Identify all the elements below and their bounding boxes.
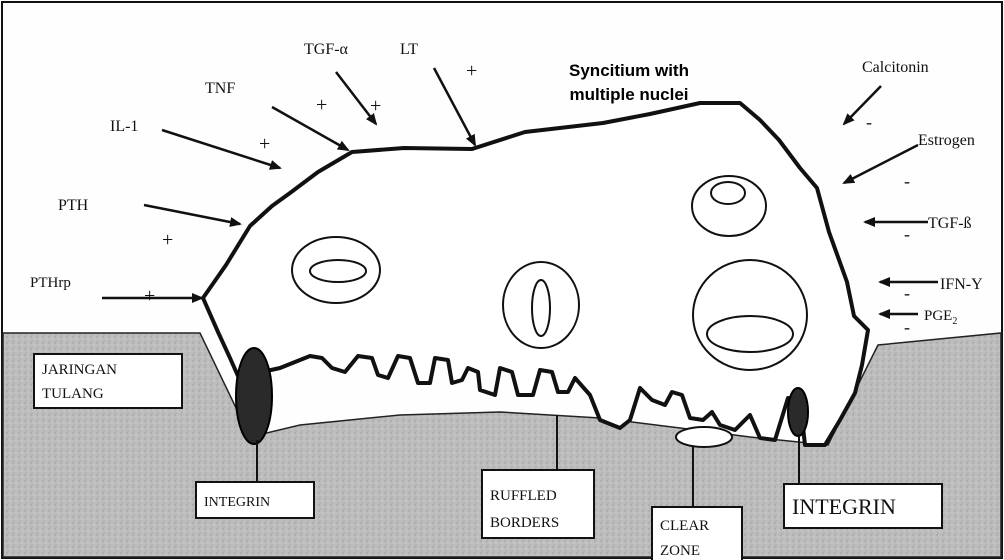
tgf-alpha-label: TGF-α	[304, 41, 349, 58]
ifn-gamma-minus-sign: -	[904, 283, 910, 303]
nucleus-1	[292, 237, 380, 303]
ruffled-line-1: RUFFLED	[490, 488, 557, 504]
clear-zone-shape	[676, 427, 732, 447]
ruffled-line-2: BORDERS	[490, 515, 559, 531]
integrin-left-label: INTEGRIN	[204, 495, 270, 510]
clear-zone-line-1: CLEAR	[660, 518, 709, 534]
title-line-1: Syncitium with	[569, 61, 689, 80]
bone-tissue-box: JARINGAN TULANG	[34, 354, 182, 408]
integrin-left-box: INTEGRIN	[196, 482, 314, 518]
lt-plus-sign: +	[466, 60, 477, 82]
tgf-beta-minus-sign: -	[904, 224, 910, 244]
nucleus-2	[503, 262, 579, 348]
title-line-2: multiple nuclei	[569, 85, 688, 104]
estrogen-minus-sign: -	[904, 171, 910, 191]
ifn-gamma-label: IFN-Υ	[940, 276, 983, 293]
integrin-right-box: INTEGRIN	[784, 484, 942, 528]
tnf-plus-sign: +	[316, 94, 327, 116]
pthrp-label: PTHrp	[30, 275, 71, 291]
nucleus-3	[692, 176, 766, 236]
bone-tissue-line-2: TULANG	[42, 386, 104, 402]
lt-label: LT	[400, 41, 418, 58]
pge2-base: PGE	[924, 308, 952, 324]
integrin-left-shape	[236, 348, 272, 444]
il1-label: IL-1	[110, 118, 138, 135]
calcitonin-label: Calcitonin	[862, 59, 929, 76]
nucleus-4	[693, 260, 807, 370]
calcitonin-minus-sign: -	[866, 112, 872, 132]
pge2-subscript: 2	[952, 316, 957, 327]
integrin-right-label: INTEGRIN	[792, 494, 896, 519]
pth-label: PTH	[58, 197, 89, 214]
estrogen-label: Estrogen	[918, 132, 975, 149]
ruffled-borders-box: RUFFLED BORDERS	[482, 470, 594, 538]
clear-zone-line-2: ZONE	[660, 543, 700, 559]
tgf-alpha-plus-sign: +	[370, 95, 381, 117]
integrin-right-shape	[788, 388, 808, 436]
il1-plus-sign: +	[259, 133, 270, 155]
pth-plus-sign: +	[162, 229, 173, 251]
bone-tissue-line-1: JARINGAN	[42, 362, 117, 378]
pge2-minus-sign: -	[904, 317, 910, 337]
tgf-beta-label: TGF-ß	[928, 215, 972, 232]
clear-zone-box: CLEAR ZONE	[652, 507, 742, 560]
pthrp-plus-sign: +	[144, 285, 155, 307]
tnf-label: TNF	[205, 80, 235, 97]
